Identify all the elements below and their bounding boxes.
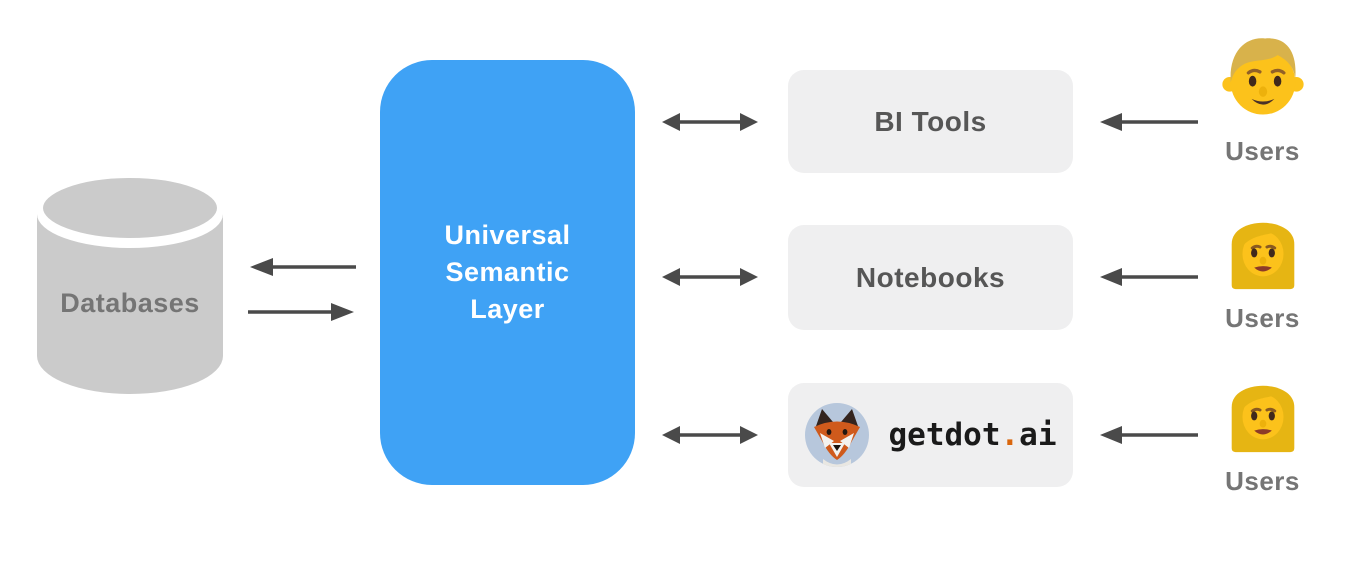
- arrow-layer-notebooks-icon: [662, 268, 758, 286]
- semantic-layer-node: Universal Semantic Layer: [380, 60, 635, 485]
- users-label: Users: [1225, 303, 1300, 333]
- getdot-wordmark: getdot.ai: [889, 417, 1057, 453]
- semantic-layer-label-line3: Layer: [470, 294, 545, 324]
- fox-avatar-icon: [804, 403, 869, 467]
- getdot-wordmark-name: getdot: [888, 417, 1001, 453]
- users-label: Users: [1225, 466, 1300, 496]
- user-group-getdot: Users: [1205, 366, 1320, 497]
- arrow-user-notebooks-icon: [1100, 268, 1198, 286]
- notebooks-node: Notebooks: [788, 225, 1073, 330]
- user-group-bitools: Users: [1205, 26, 1320, 167]
- arrow-user-getdot-icon: [1100, 426, 1198, 444]
- bi-tools-node: BI Tools: [788, 70, 1073, 173]
- semantic-layer-label: Universal Semantic Layer: [444, 217, 570, 328]
- database-cylinder-icon: [37, 172, 223, 394]
- woman-user-emoji: [1231, 222, 1294, 290]
- databases-node: Databases: [35, 168, 225, 402]
- arrow-layer-getdot-icon: [662, 426, 758, 444]
- semantic-layer-label-line1: Universal: [444, 220, 571, 250]
- databases-label: Databases: [60, 288, 200, 318]
- arrow-user-bitools-icon: [1100, 113, 1198, 131]
- woman-user-emoji: [1231, 385, 1294, 453]
- arrow-layer-to-databases-icon: [250, 258, 356, 276]
- bi-tools-label: BI Tools: [874, 105, 987, 137]
- arrow-databases-to-layer-icon: [248, 303, 354, 321]
- getdot-wordmark-dot: .: [1000, 417, 1020, 453]
- getdot-wordmark-tld: ai: [1019, 417, 1057, 453]
- semantic-layer-label-line2: Semantic: [445, 257, 570, 287]
- man-user-emoji: [1221, 38, 1304, 115]
- arrow-layer-bitools-icon: [662, 113, 758, 131]
- users-label: Users: [1225, 136, 1300, 166]
- getdot-node: getdot.ai: [788, 383, 1073, 487]
- user-group-notebooks: Users: [1205, 203, 1320, 334]
- notebooks-label: Notebooks: [855, 261, 1006, 293]
